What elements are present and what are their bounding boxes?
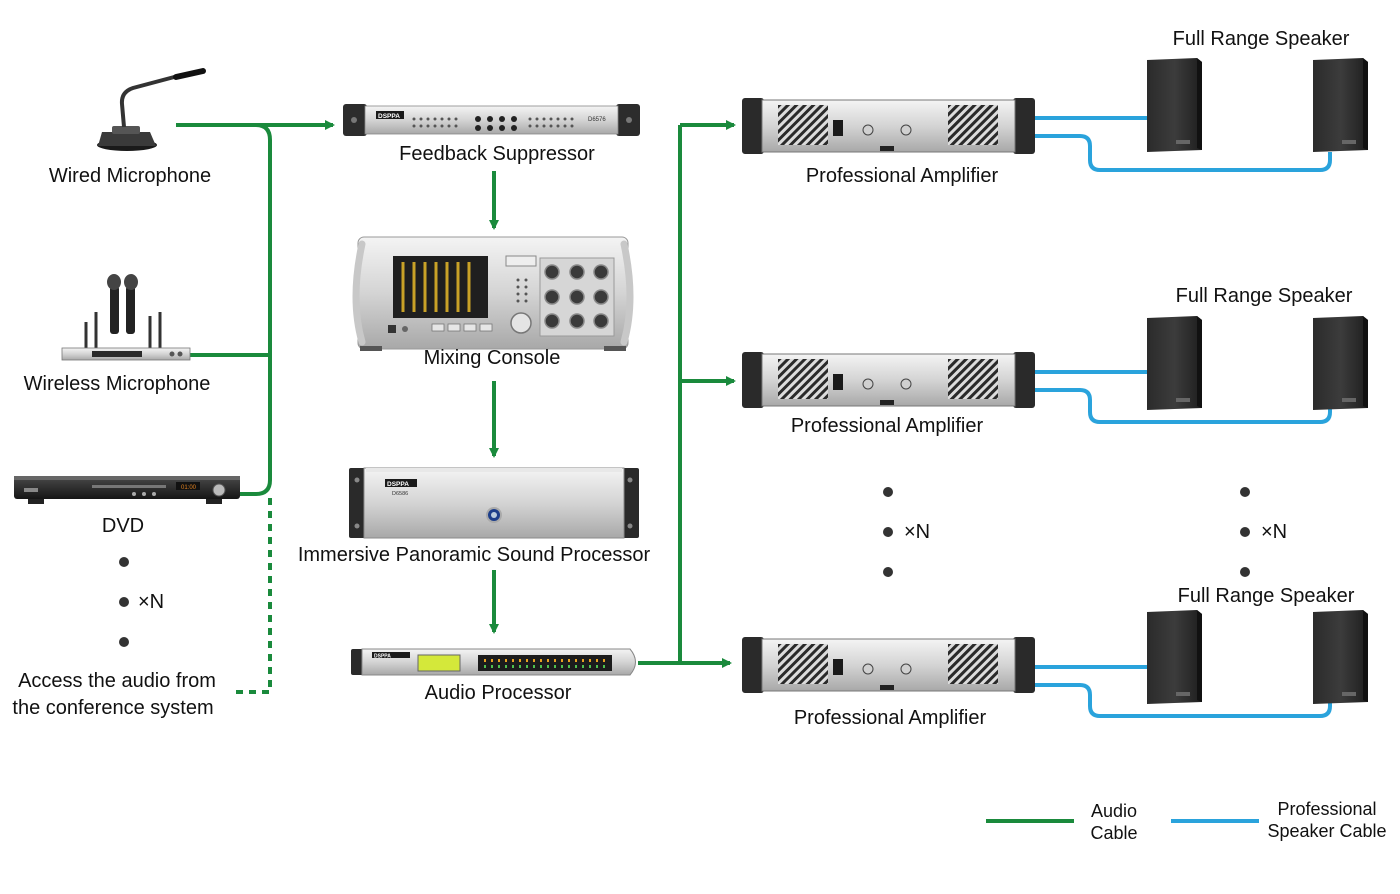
svg-text:D6576: D6576	[588, 117, 606, 123]
amplifier-label-2: Professional Amplifier	[790, 415, 984, 437]
dvd-player-image: 01:00	[14, 476, 240, 504]
audio-cables	[176, 120, 736, 694]
dvd-label: DVD	[101, 515, 145, 537]
audio-processor-label: Audio Processor	[424, 682, 572, 704]
legend-audio-cable: Audio Cable	[1090, 800, 1137, 844]
wireless-microphone-image	[61, 274, 191, 361]
wired-mic-label: Wired Microphone	[48, 165, 212, 187]
speaker-ellipsis-dots	[1240, 487, 1250, 577]
svg-text:D6586: D6586	[392, 491, 408, 497]
amplifier-image-3	[742, 637, 1035, 693]
legend-speaker-line2: Speaker Cable	[1267, 821, 1387, 841]
panoramic-processor-label: Immersive Panoramic Sound Processor	[297, 544, 651, 566]
conference-dashed-cable	[232, 498, 272, 694]
speaker-pair-1	[1147, 58, 1368, 152]
amplifier-label-3: Professional Amplifier	[793, 707, 987, 729]
svg-text:01:00: 01:00	[181, 485, 197, 491]
svg-text:DSPPA: DSPPA	[374, 654, 391, 660]
legend-audio-line1: Audio	[1090, 801, 1138, 821]
amplifier-label-1: Professional Amplifier	[805, 165, 999, 187]
speaker-label-2: Full Range Speaker	[1175, 285, 1353, 307]
mixing-console-label: Mixing Console	[423, 347, 561, 369]
speaker-cables	[1035, 116, 1332, 718]
legend-speaker-line1: Professional	[1277, 799, 1377, 819]
legend-speaker-cable: Professional Speaker Cable	[1267, 798, 1386, 842]
wireless-mic-label: Wireless Microphone	[23, 373, 211, 395]
legend-audio-line2: Cable	[1090, 823, 1138, 843]
speaker-label-1: Full Range Speaker	[1172, 28, 1350, 50]
panoramic-processor-image: DSPPA D6586	[349, 467, 639, 539]
speaker-label-3: Full Range Speaker	[1177, 585, 1355, 607]
amplifier-image-2	[742, 352, 1035, 408]
source-multiplier: ×N	[138, 591, 165, 613]
mixing-console-image	[352, 236, 634, 351]
speaker-pair-2	[1147, 316, 1368, 410]
audio-processor-image: DSPPA	[351, 648, 636, 676]
source-bus-cable	[238, 123, 272, 496]
feedback-suppressor-label: Feedback Suppressor	[399, 143, 595, 165]
feedback-suppressor-image: DSPPA D6576	[343, 104, 640, 136]
speaker-pair-3	[1147, 610, 1368, 704]
amp-multiplier: ×N	[904, 521, 931, 543]
svg-text:DSPPA: DSPPA	[387, 481, 409, 488]
svg-text:DSPPA: DSPPA	[378, 113, 400, 120]
wired-microphone-image	[97, 68, 206, 151]
speaker-multiplier: ×N	[1261, 521, 1288, 543]
source-ellipsis-dots	[119, 557, 129, 647]
amp-ellipsis-dots	[883, 487, 893, 577]
conference-access-label-line1: Access the audio from	[18, 670, 216, 692]
output-bus-cable	[638, 125, 682, 665]
amplifier-image-1	[742, 98, 1035, 154]
conference-access-label-line2: the conference system	[12, 697, 214, 719]
